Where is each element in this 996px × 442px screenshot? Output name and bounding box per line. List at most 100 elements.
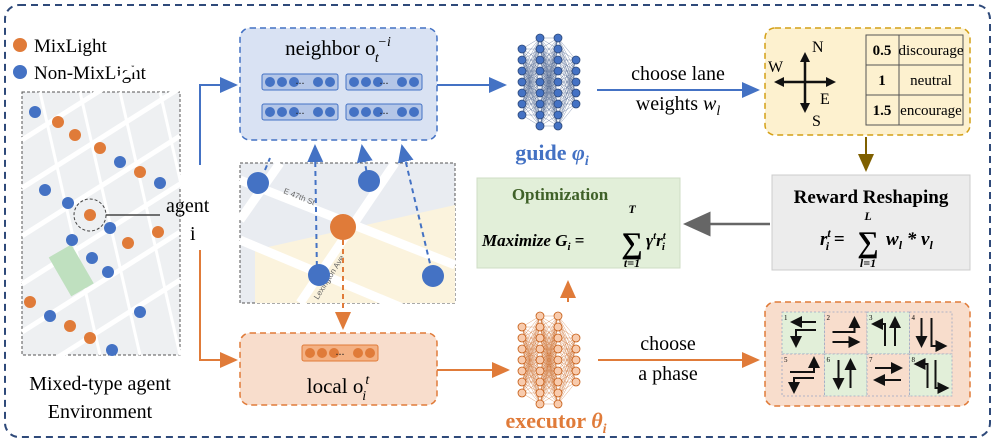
guide-network <box>517 33 581 131</box>
observation-vector: ... <box>345 73 423 91</box>
network-neuron <box>553 33 563 43</box>
phase-option[interactable]: 1 <box>781 311 825 355</box>
non-mixlight-agent <box>86 252 98 264</box>
mixlight-agent <box>69 129 81 141</box>
movement-arrow-icon <box>790 356 820 373</box>
network-neuron <box>571 377 581 387</box>
phase-option[interactable]: 8 <box>909 353 953 397</box>
executor-network <box>517 311 581 409</box>
network-neuron <box>517 66 527 76</box>
phase-option[interactable]: 6 <box>824 353 868 397</box>
weight-value: 1 <box>878 73 886 89</box>
network-neuron <box>517 44 527 54</box>
network-neuron <box>517 99 527 109</box>
ellipsis: ... <box>296 103 305 117</box>
svg-text:t=1: t=1 <box>624 256 640 270</box>
network-neuron <box>535 355 545 365</box>
network-neuron <box>571 77 581 87</box>
optimization-title: Optimization <box>512 185 609 204</box>
network-neuron <box>535 344 545 354</box>
network-neuron <box>571 333 581 343</box>
intersection-map: E 47th St Lexington Ave <box>236 144 457 335</box>
network-neuron <box>553 322 563 332</box>
network-neuron <box>535 99 545 109</box>
network-neuron <box>535 399 545 409</box>
network-neuron <box>553 344 563 354</box>
phase-number: 7 <box>869 356 873 364</box>
non-mixlight-agent <box>66 234 78 246</box>
phase-option[interactable]: 7 <box>866 353 910 397</box>
network-neuron <box>517 110 527 120</box>
network-neuron <box>571 355 581 365</box>
non-mixlight-agent <box>104 222 116 234</box>
network-neuron <box>571 344 581 354</box>
phase-option[interactable]: 4 <box>909 311 953 355</box>
network-neuron <box>535 66 545 76</box>
ellipsis: ... <box>380 73 389 87</box>
mixlight-agent <box>84 209 96 221</box>
svg-text:∑: ∑ <box>857 226 878 259</box>
svg-text:T: T <box>628 202 636 216</box>
network-neuron <box>517 333 527 343</box>
legend: MixLight Non-MixLight <box>13 36 147 84</box>
network-neuron <box>517 322 527 332</box>
observation-vector: ... <box>345 103 423 121</box>
weight-value: 0.5 <box>873 43 892 59</box>
mixlight-agent <box>64 320 76 332</box>
phase-option[interactable]: 2 <box>824 311 868 355</box>
phase-option[interactable]: 3 <box>866 311 910 355</box>
mixlight-agent <box>134 166 146 178</box>
weight-value: 1.5 <box>873 103 892 119</box>
mixlight-agent <box>122 237 134 249</box>
guide-label: guide φi <box>515 140 589 169</box>
compass-north: N <box>812 39 824 56</box>
network-neuron <box>553 66 563 76</box>
phase-number: 4 <box>912 314 916 322</box>
network-neuron <box>517 88 527 98</box>
phase-number: 5 <box>784 356 788 364</box>
network-neuron <box>535 88 545 98</box>
weight-meaning: neutral <box>910 73 952 89</box>
environment-map <box>20 37 222 383</box>
phase-option[interactable]: 5 <box>781 353 825 397</box>
phase-number: 1 <box>784 314 788 322</box>
svg-text:L: L <box>863 209 871 223</box>
agent-label: agent <box>166 195 210 217</box>
network-neuron <box>535 77 545 87</box>
choose-lane-label: choose lane <box>631 63 725 85</box>
ellipsis: ... <box>336 344 345 358</box>
non-mixlight-agent <box>154 177 166 189</box>
network-neuron <box>553 333 563 343</box>
mixlight-agent <box>24 296 36 308</box>
network-neuron <box>553 44 563 54</box>
lane-weights-label: weights wl <box>636 93 721 119</box>
network-neuron <box>553 399 563 409</box>
network-neuron <box>535 33 545 43</box>
neighbor-node <box>308 264 330 286</box>
network-neuron <box>553 366 563 376</box>
movement-arrow-icon <box>930 318 948 352</box>
network-neuron <box>535 121 545 131</box>
network-neuron <box>517 366 527 376</box>
mixlight-agent <box>84 332 96 344</box>
environment-caption-line2: Environment <box>48 401 153 423</box>
network-neuron <box>535 322 545 332</box>
agent-index: i <box>190 223 196 245</box>
svg-text:wl * vl: wl * vl <box>886 229 933 252</box>
mixlight-agent <box>52 116 64 128</box>
reward-title: Reward Reshaping <box>794 187 949 208</box>
neighbor-node <box>358 170 380 192</box>
network-neuron <box>517 55 527 65</box>
weight-meaning: discourage <box>899 43 964 59</box>
phase-number: 3 <box>869 314 873 322</box>
compass-east: E <box>820 91 830 108</box>
